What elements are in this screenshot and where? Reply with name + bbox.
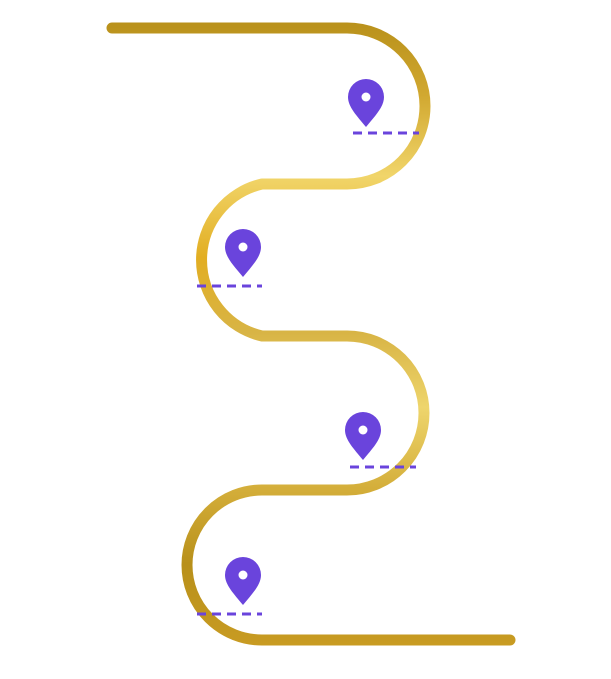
map-pin-icon [345,412,381,460]
pin-center-dot [361,92,371,102]
pin-center-dot [238,570,248,580]
map-pin-icon [225,229,261,277]
map-pin-icon [225,557,261,605]
milestone-3 [345,412,381,460]
milestone-2 [225,229,261,277]
map-pin-icon [348,79,384,127]
milestone-1 [348,79,384,127]
milestone-4 [225,557,261,605]
winding-road-path [106,22,516,646]
pin-center-dot [358,425,368,435]
pin-center-dot [238,242,248,252]
